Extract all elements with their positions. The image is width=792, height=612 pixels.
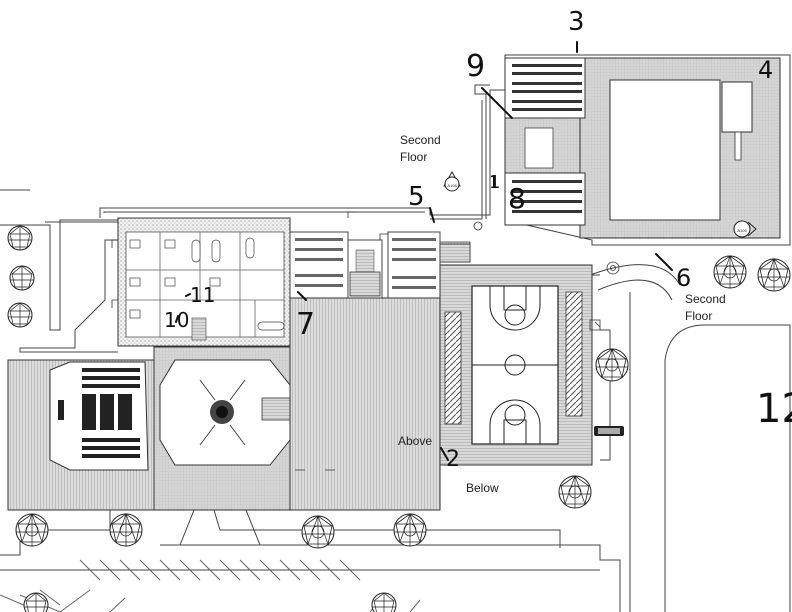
multipurpose-hall — [289, 297, 441, 511]
marker-12: 12 — [756, 386, 792, 432]
east-arrow-icon: A109 — [733, 220, 757, 238]
label-below: Below — [466, 481, 499, 495]
marker-1: 1 — [489, 172, 500, 193]
label-second-floor-2b: Floor — [685, 309, 712, 323]
annotation-markers: 3 4 9 5 1 8 6 7 2 11 10 12 — [164, 7, 792, 472]
east-arrow-tag: A109 — [737, 228, 747, 233]
annotation-leaders — [175, 41, 673, 461]
door-marks — [111, 211, 620, 471]
gymnasium — [444, 285, 583, 445]
label-second-floor-1: Second — [400, 133, 441, 147]
bus-icon — [594, 426, 624, 436]
marker-7: 7 — [296, 307, 315, 342]
marker-5: 5 — [408, 182, 425, 212]
marker-2: 2 — [446, 447, 460, 472]
label-second-floor-2: Second — [685, 292, 726, 306]
stair-details — [349, 243, 471, 297]
marker-10: 10 — [164, 308, 189, 332]
marker-9: 9 — [466, 49, 485, 84]
marker-3: 3 — [568, 7, 585, 37]
label-above: Above — [398, 434, 432, 448]
marker-11: 11 — [190, 283, 215, 307]
commons — [153, 346, 291, 511]
east-wing — [504, 54, 791, 246]
north-arrow-tag: A108 — [447, 183, 457, 188]
office-wing — [117, 217, 291, 347]
marker-8: 8 — [508, 182, 526, 215]
parking-stripes — [0, 559, 421, 612]
marker-6: 6 — [676, 264, 691, 292]
label-second-floor-1b: Floor — [400, 150, 427, 164]
north-arrow-icon: A108 — [443, 170, 461, 192]
floor-labels: Second Floor Second Floor Above Below — [398, 133, 726, 495]
marker-4: 4 — [758, 56, 773, 84]
auditorium — [7, 359, 155, 511]
